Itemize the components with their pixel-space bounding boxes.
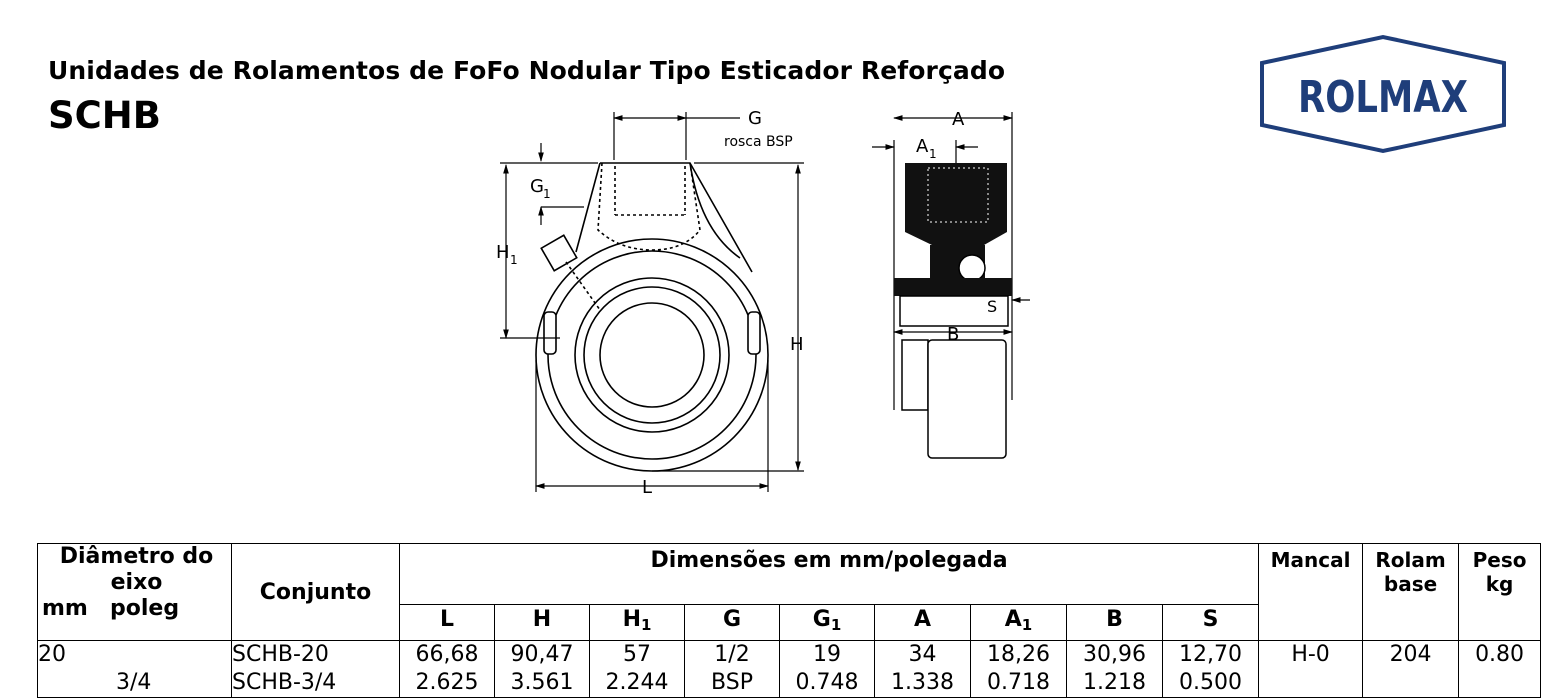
page-title: Unidades de Rolamentos de FoFo Nodular T… bbox=[48, 56, 1006, 85]
cell-mancal: H-0 bbox=[1258, 640, 1364, 698]
col-h1: H1 bbox=[589, 604, 685, 641]
col-l: L bbox=[399, 604, 495, 641]
label-s: S bbox=[987, 297, 997, 316]
label-rosca: rosca BSP bbox=[724, 134, 793, 150]
label-g1-sub: 1 bbox=[543, 187, 551, 201]
col-g: G bbox=[684, 604, 780, 641]
label-l: L bbox=[642, 477, 652, 498]
label-a1: A bbox=[916, 136, 929, 157]
label-a1-sub: 1 bbox=[929, 147, 937, 161]
model-code: SCHB bbox=[48, 94, 161, 137]
label-h: H bbox=[790, 334, 804, 355]
cell-peso: 0.80 bbox=[1458, 640, 1542, 698]
label-b: B bbox=[947, 324, 959, 345]
col-h: H bbox=[494, 604, 590, 641]
label-a: A bbox=[952, 109, 965, 130]
technical-drawing: G rosca BSP G 1 H 1 H L A A 1 S B bbox=[496, 108, 1030, 498]
col-s: S bbox=[1161, 604, 1260, 641]
logo-text: ROLMAX bbox=[1298, 72, 1468, 123]
col-b: B bbox=[1066, 604, 1163, 641]
header-mancal: Mancal bbox=[1258, 543, 1364, 641]
col-a: A bbox=[874, 604, 971, 641]
col-a1: A1 bbox=[970, 604, 1067, 641]
header-dimensoes: Dimensões em mm/polegada bbox=[398, 543, 1260, 605]
label-g1: G bbox=[530, 176, 544, 197]
cell-rolam: 204 bbox=[1362, 640, 1460, 698]
label-g: G bbox=[748, 108, 762, 129]
rolmax-logo: ROLMAX bbox=[1260, 34, 1506, 154]
header-conjunto: Conjunto bbox=[231, 543, 400, 641]
col-g1: G1 bbox=[779, 604, 875, 641]
label-h1: H bbox=[496, 242, 510, 263]
label-h1-sub: 1 bbox=[510, 253, 518, 267]
